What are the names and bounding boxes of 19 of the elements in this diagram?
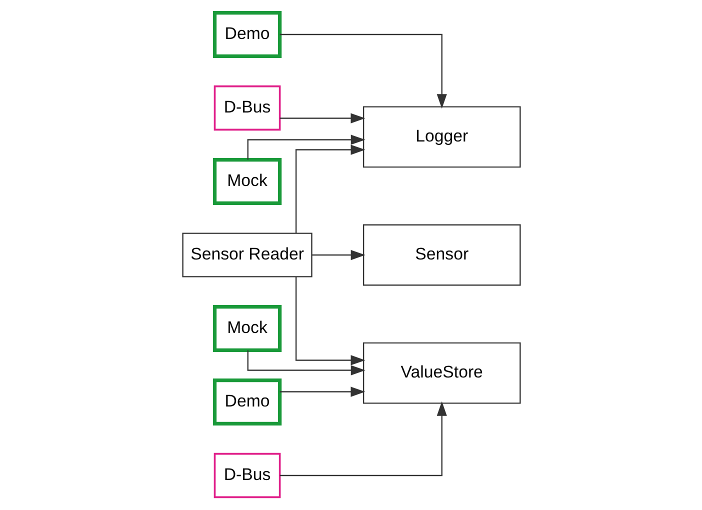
arrow — [294, 144, 365, 234]
node-box: Sensor Reader — [182, 232, 312, 278]
node-box: D-Bus — [213, 85, 280, 131]
node-box: ValueStore — [362, 342, 520, 404]
node-box: Demo — [212, 378, 282, 426]
arrow — [294, 276, 365, 366]
node-box: Sensor — [362, 224, 520, 286]
arrow — [246, 350, 365, 376]
arrow — [279, 34, 446, 109]
arrow — [279, 113, 365, 124]
node-box: Logger — [362, 106, 520, 168]
arrow — [246, 134, 365, 160]
node-box: Mock — [212, 158, 282, 205]
node-box: D-Bus — [213, 452, 280, 498]
arrow — [279, 401, 446, 476]
arrow — [312, 250, 365, 260]
arrow — [279, 386, 365, 397]
node-box: Demo — [212, 11, 282, 58]
node-box: Mock — [212, 305, 282, 352]
